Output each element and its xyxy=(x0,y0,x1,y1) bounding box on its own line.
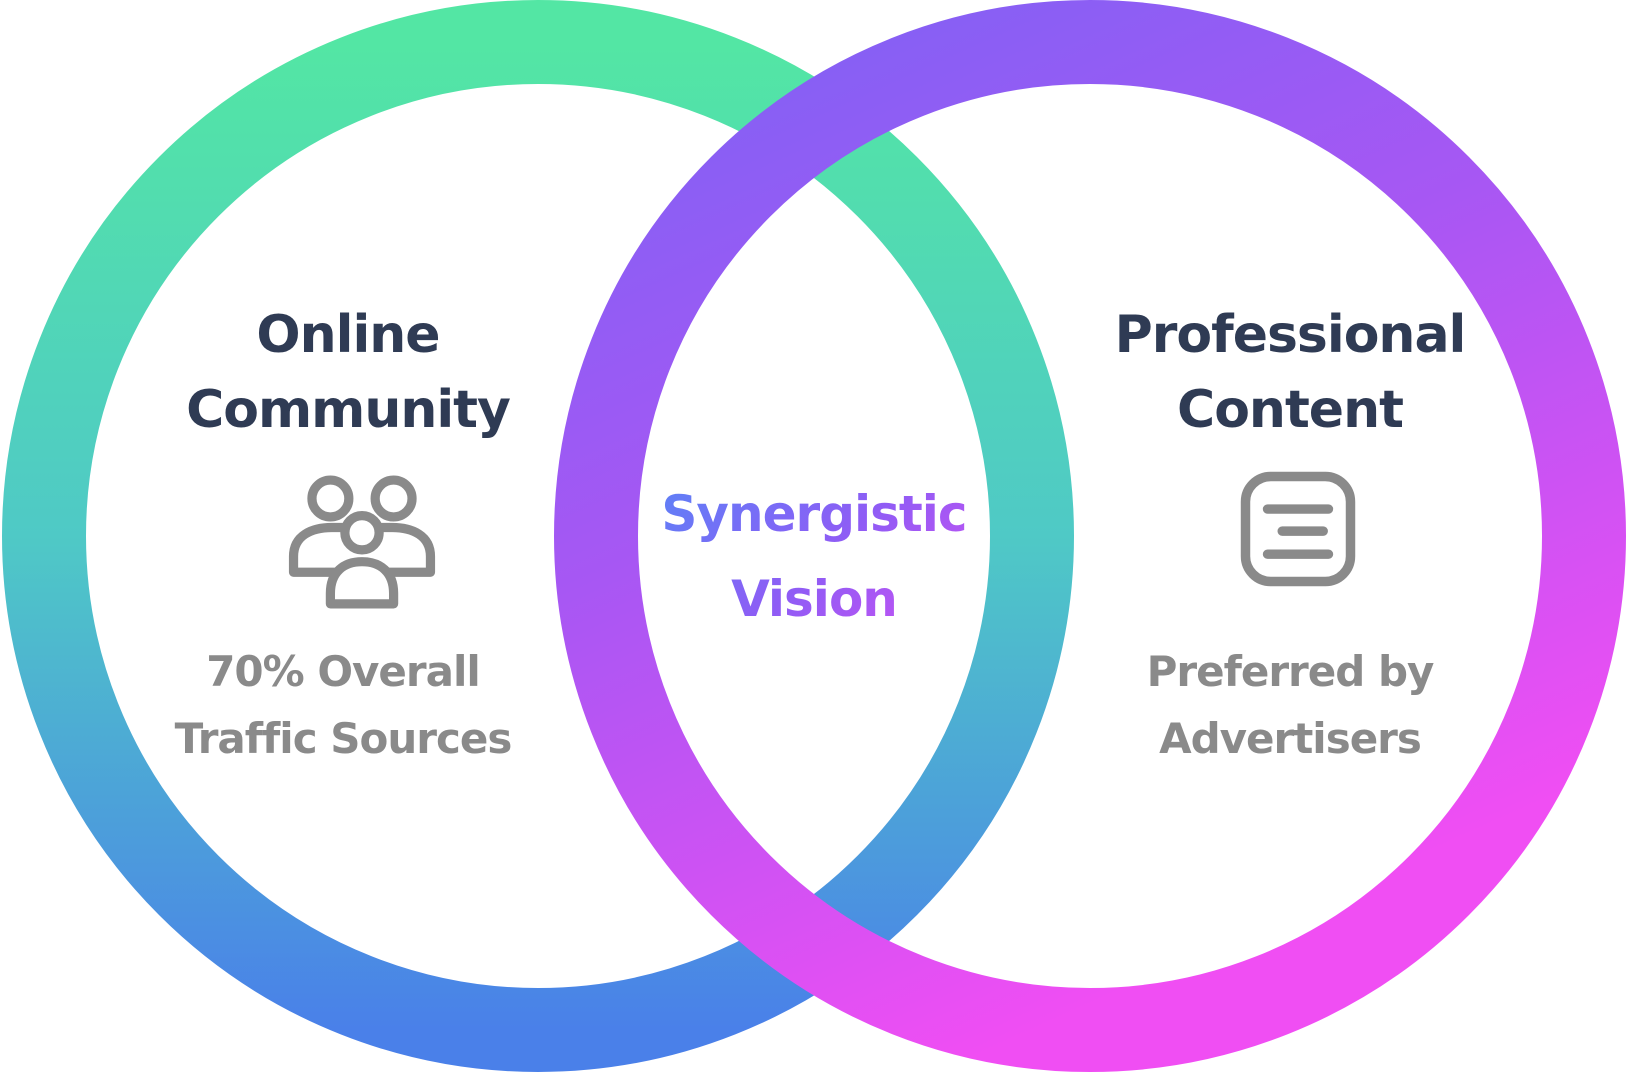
right-title-line2: Content xyxy=(1177,380,1404,441)
right-title-line1: Professional xyxy=(1114,305,1467,365)
left-circle-title: Online Community xyxy=(48,298,648,449)
overlap-line1: Synergistic xyxy=(661,485,967,543)
right-circle-ring xyxy=(554,0,1626,1072)
left-title-line1: Online xyxy=(256,305,440,365)
left-circle-ring xyxy=(2,0,1074,1072)
left-sub-line2: Traffic Sources xyxy=(174,714,513,764)
left-sub-line1: 70% Overall xyxy=(206,647,481,696)
left-circle-subtitle: 70% Overall Traffic Sources xyxy=(43,638,643,772)
overlap-title: Synergistic Vision xyxy=(574,472,1054,642)
right-sub-line1: Preferred by xyxy=(1146,647,1435,696)
right-sub-line2: Advertisers xyxy=(1159,714,1422,764)
overlap-line2: Vision xyxy=(731,570,897,628)
document-icon xyxy=(1235,465,1361,593)
users-icon xyxy=(283,458,441,618)
right-circle-title: Professional Content xyxy=(990,298,1590,449)
left-title-line2: Community xyxy=(186,380,511,441)
right-circle-subtitle: Preferred by Advertisers xyxy=(990,638,1590,772)
